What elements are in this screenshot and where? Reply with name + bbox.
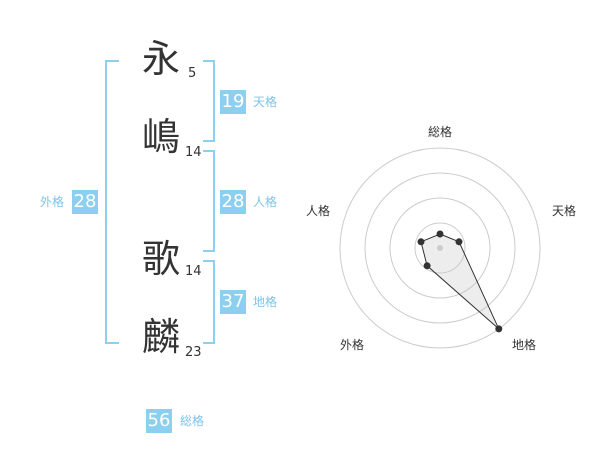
radar-center	[437, 245, 443, 251]
soukaku-value: 56	[146, 409, 172, 433]
radar-polygon	[420, 233, 500, 330]
radar-ring-1	[339, 147, 541, 349]
radar-axis-label-chikaku: 地格	[512, 338, 537, 352]
radar-ring-4	[414, 222, 466, 274]
gaikaku-label: 外格	[40, 195, 65, 209]
name-char-4: 麟	[142, 315, 181, 359]
tenkaku-bracket	[203, 60, 215, 142]
name-char-2: 嶋	[142, 115, 181, 159]
radar-axis-label-tenkaku: 天格	[552, 204, 577, 218]
chikaku-value: 37	[220, 290, 246, 314]
radar-rings	[339, 147, 541, 349]
radar-point-5	[417, 238, 425, 246]
stroke-count-3: 14	[185, 264, 202, 279]
jinkaku-bracket	[203, 150, 215, 252]
stroke-count-1: 5	[188, 66, 197, 81]
gaikaku-value: 28	[72, 190, 98, 214]
stroke-count-4: 23	[185, 345, 202, 360]
radar-point-4	[423, 262, 431, 270]
radar-ring-3	[389, 197, 491, 299]
radar-data	[417, 230, 503, 333]
radar-ring-2	[364, 172, 516, 324]
jinkaku-label: 人格	[253, 195, 278, 209]
jinkaku-value: 28	[220, 190, 246, 214]
name-char-3: 歌	[142, 237, 181, 281]
soukaku-label: 総格	[180, 414, 205, 428]
stroke-count-2: 14	[185, 145, 202, 160]
radar-axis-label-jinkaku: 人格	[306, 204, 331, 218]
chikaku-label: 地格	[253, 295, 278, 309]
radar-point-1	[436, 230, 444, 238]
radar-axis-label-soukaku: 総格	[428, 125, 453, 139]
tenkaku-label: 天格	[253, 95, 278, 109]
name-char-1: 永	[142, 37, 181, 81]
radar-point-3	[495, 325, 503, 333]
chikaku-bracket	[203, 260, 215, 344]
tenkaku-value: 19	[220, 90, 246, 114]
gaikaku-bracket	[105, 60, 119, 344]
radar-point-2	[455, 238, 463, 246]
radar-axis-label-gaikaku: 外格	[340, 338, 365, 352]
